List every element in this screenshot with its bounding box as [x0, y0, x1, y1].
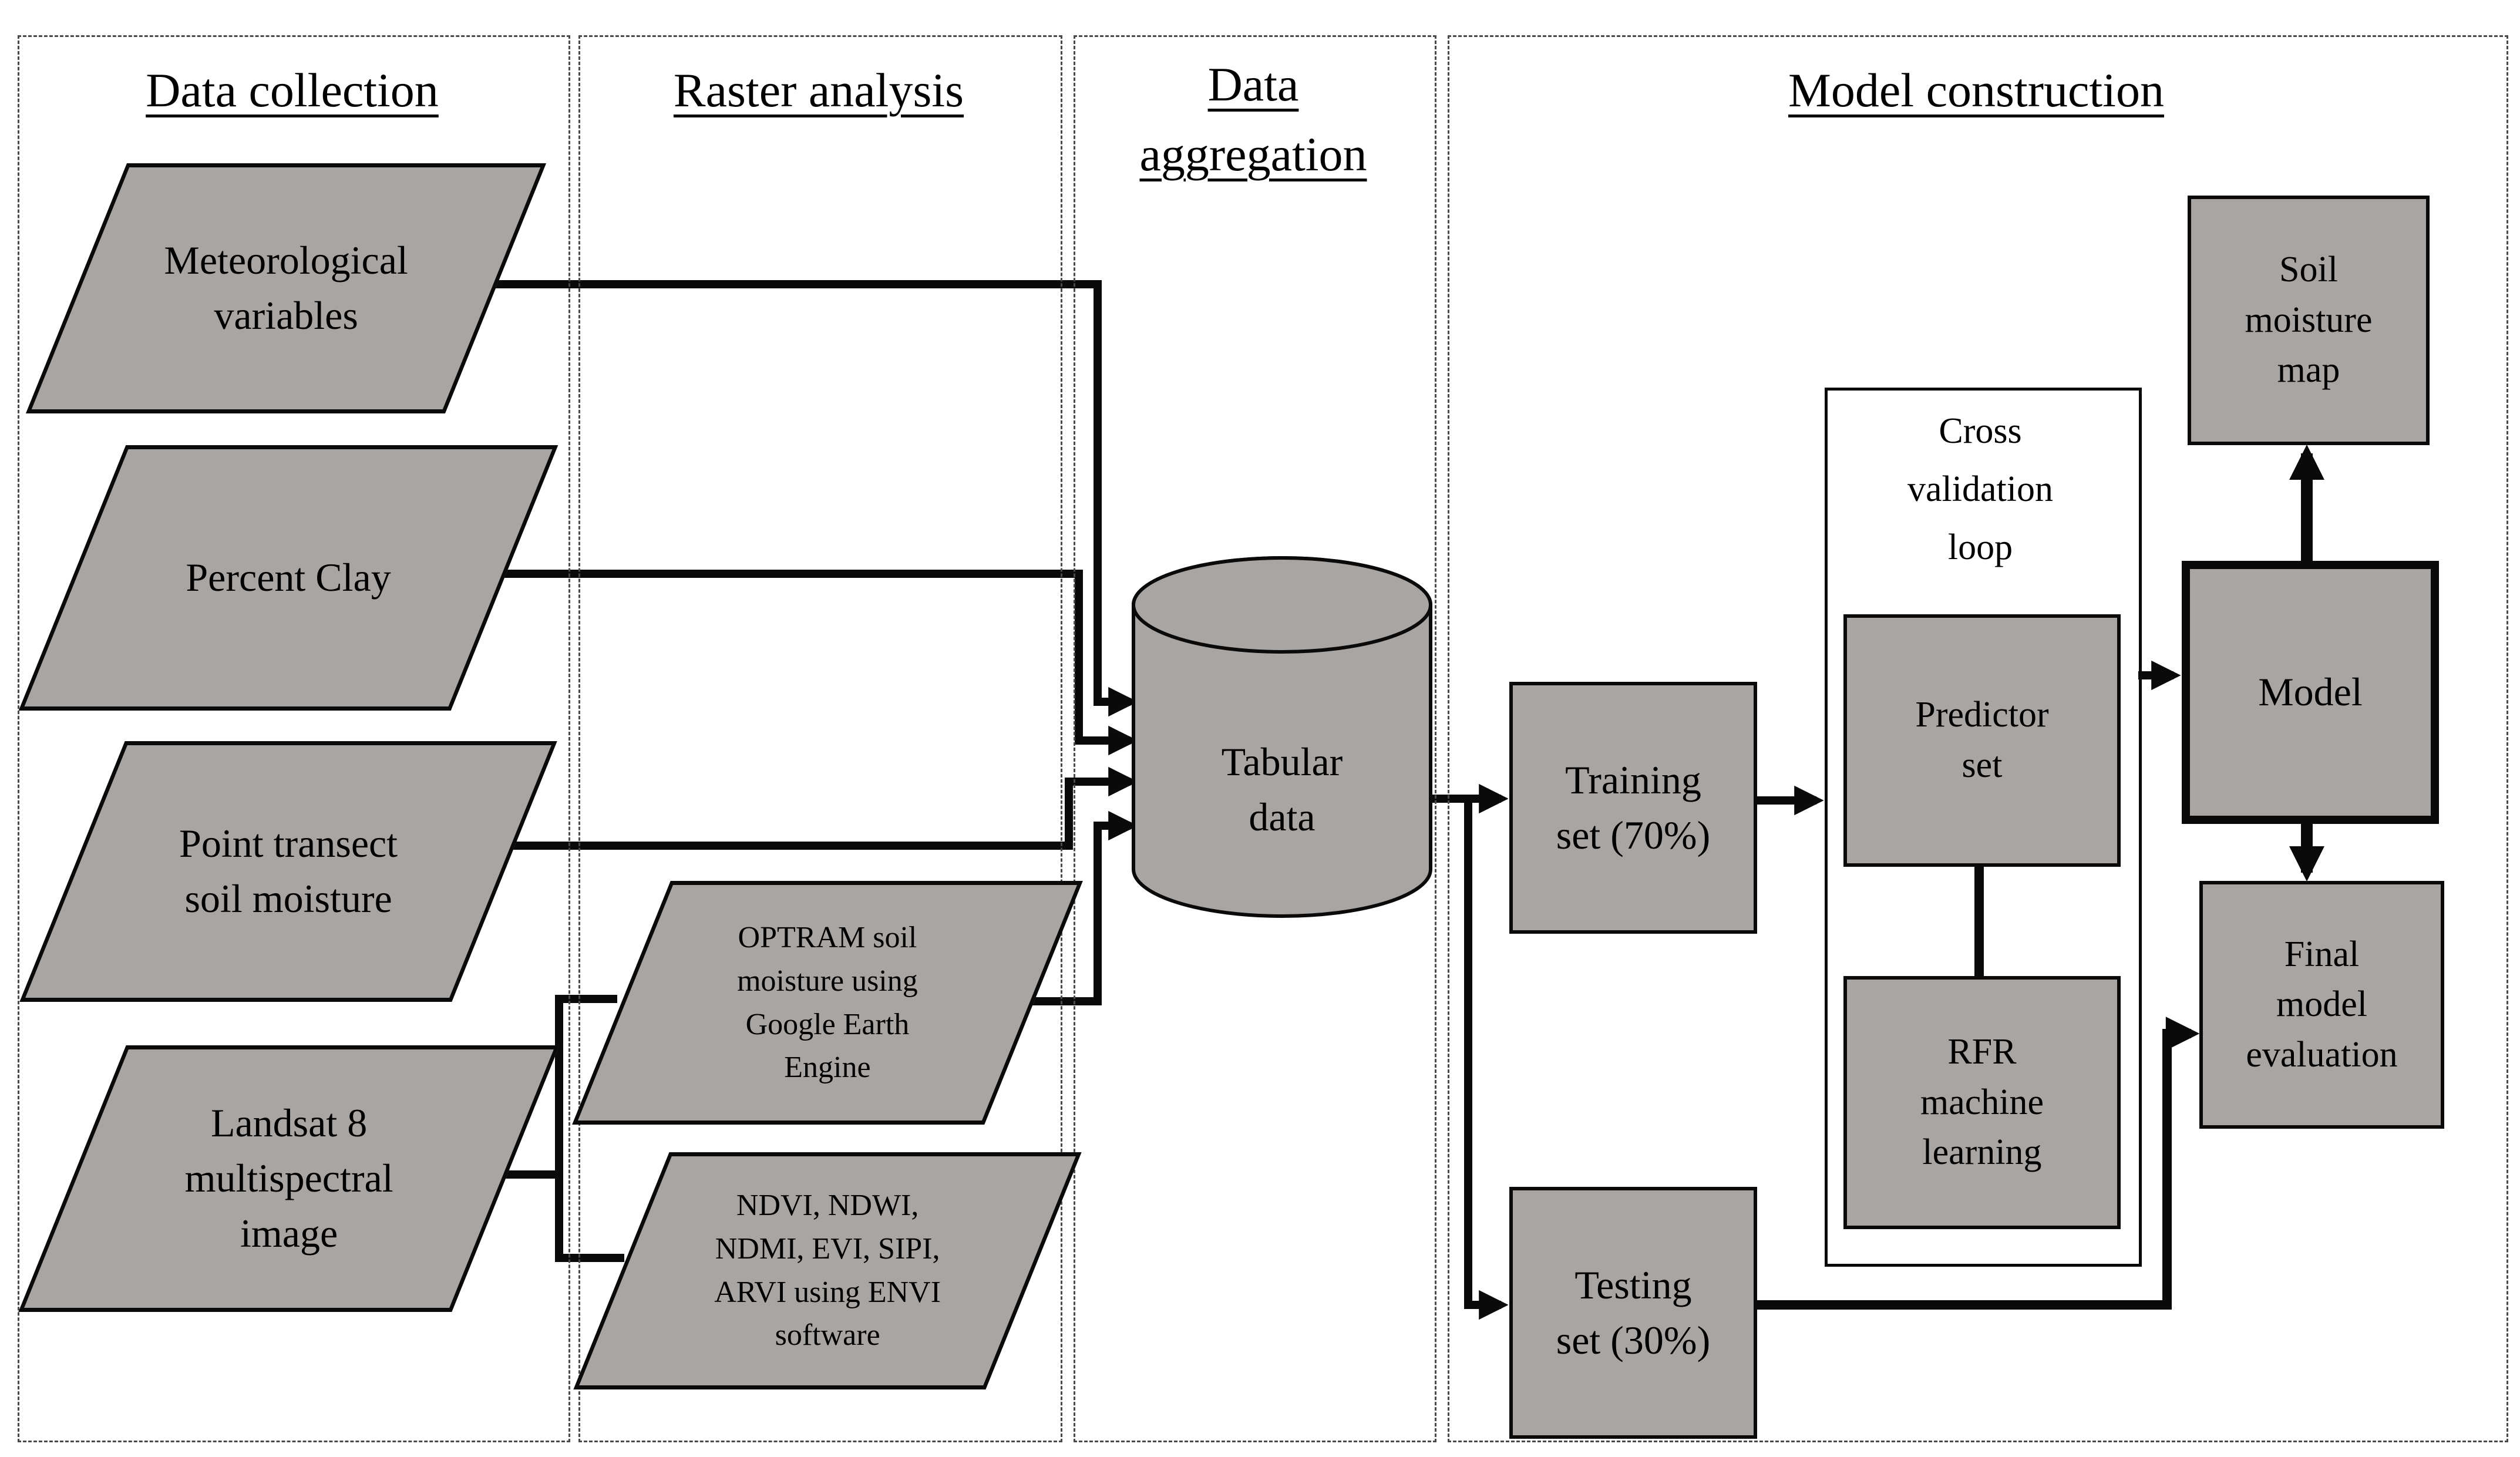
connector-point-transect-to-tabular: [505, 766, 1138, 850]
connector-meteorological-to-tabular: [487, 280, 1138, 717]
node-point-transect-label: Point transect soil moisture: [179, 821, 398, 921]
node-landsat-label: Landsat 8 multispectral image: [184, 1101, 393, 1256]
section-title-model-construction: Model construction: [1448, 56, 2505, 126]
node-testing-set-label: Testing set (30%): [1556, 1262, 1711, 1362]
connector-landsat-bracket: [497, 995, 624, 1262]
node-optram-label: OPTRAM soil moisture using Google Earth …: [737, 920, 918, 1085]
node-tabular-data-label: Tabular data: [1221, 739, 1343, 839]
section-box-data-collection: [18, 35, 570, 1442]
node-rfr-machine-learning: RFR machine learning: [1843, 976, 2121, 1229]
node-testing-set: Testing set (30%): [1509, 1187, 1757, 1439]
section-title-raster-analysis-text: Raster analysis: [673, 63, 964, 117]
section-box-data-aggregation: [1074, 35, 1436, 1442]
node-model: Model: [2182, 561, 2439, 824]
connector-tabular-to-testing: [1464, 799, 1509, 1320]
node-training-set: Training set (70%): [1509, 682, 1757, 934]
node-predictor-set: Predictor set: [1843, 614, 2121, 867]
section-title-data-collection-text: Data collection: [146, 63, 439, 117]
node-meteorological-variables-label: Meteorological variables: [164, 238, 408, 338]
node-cross-validation-loop-title: Cross validation loop: [1825, 402, 2136, 577]
connector-testing-to-final-evaluation: [1752, 1017, 2200, 1310]
section-title-data-aggregation: Data aggregation: [1074, 50, 1433, 190]
node-training-set-label: Training set (70%): [1556, 757, 1711, 857]
node-cross-validation-loop: [1825, 388, 2142, 1267]
node-final-model-evaluation: Final model evaluation: [2199, 881, 2444, 1129]
node-spectral-indices: NDVI, NDWI, NDMI, EVI, SIPI, ARVI using …: [573, 1152, 1082, 1389]
node-optram-soil-moisture: OPTRAM soil moisture using Google Earth …: [572, 881, 1083, 1125]
node-tabular-data-label-block: Tabular data: [1141, 681, 1423, 899]
node-soil-moisture-map: Soil moisture map: [2188, 196, 2430, 445]
section-title-raster-analysis: Raster analysis: [578, 56, 1059, 126]
node-soil-moisture-map-label: Soil moisture map: [2245, 250, 2373, 391]
section-title-data-aggregation-text: Data aggregation: [1139, 58, 1367, 181]
connector-percent-clay-to-tabular: [496, 570, 1138, 756]
section-title-model-construction-text: Model construction: [1788, 63, 2164, 117]
node-predictor-set-label: Predictor set: [1915, 695, 2049, 785]
node-spectral-indices-label: NDVI, NDWI, NDMI, EVI, SIPI, ARVI using …: [714, 1189, 941, 1352]
node-cross-validation-loop-label: Cross validation loop: [1907, 411, 2053, 568]
node-rfr-label: RFR machine learning: [1920, 1032, 2044, 1173]
node-model-label: Model: [2258, 669, 2363, 715]
section-title-data-collection: Data collection: [18, 56, 567, 126]
section-box-raster-analysis: [578, 35, 1062, 1442]
node-final-model-evaluation-label: Final model evaluation: [2246, 934, 2398, 1075]
node-percent-clay-label: Percent Clay: [186, 555, 391, 600]
section-box-model-construction: [1448, 35, 2508, 1442]
tabular-data-cylinder: [1132, 556, 1432, 918]
